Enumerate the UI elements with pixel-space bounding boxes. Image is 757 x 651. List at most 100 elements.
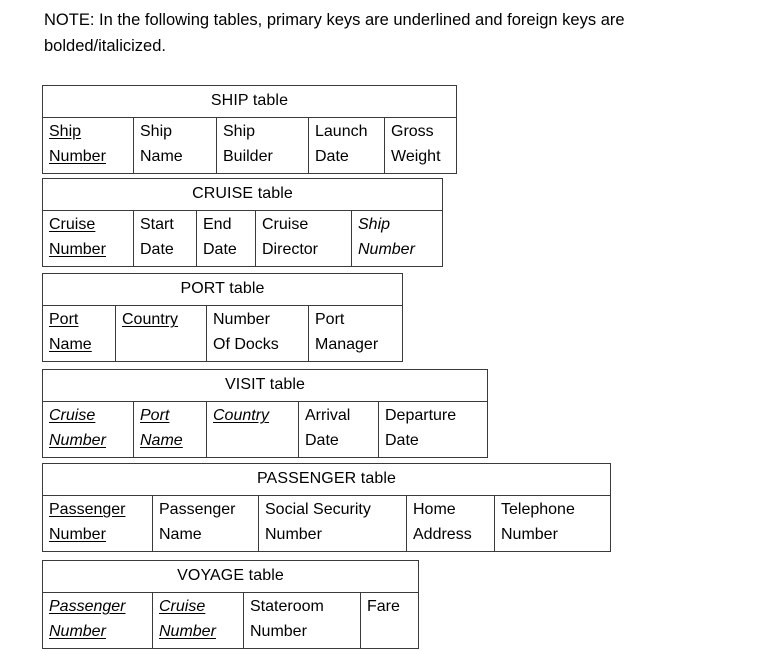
note-text: NOTE: In the following tables, primary k… <box>44 11 625 55</box>
column-label-line: Date <box>315 147 349 165</box>
column-label-line: Number <box>213 311 270 329</box>
column-label-line: Cruise <box>49 216 96 234</box>
column-label-line: Number <box>358 240 415 258</box>
column-label-line: Number <box>265 525 322 543</box>
table-title-voyage: VOYAGE table <box>42 559 419 594</box>
table-title-port: PORT table <box>42 272 403 307</box>
column-label-line: Departure <box>385 407 457 425</box>
column-label-line: Number <box>250 622 307 640</box>
column-label-line: Number <box>49 525 106 543</box>
column-label-line: Name <box>140 147 183 165</box>
column-label-line: Cruise <box>49 407 96 425</box>
column-label-line: Number <box>501 525 558 543</box>
column-port-3: Number Of Docks <box>206 305 309 362</box>
column-label-line: Ship <box>140 123 173 141</box>
table-title-row: VISIT table <box>42 368 488 403</box>
table-title-row: SHIP table <box>42 84 457 119</box>
column-label-line: End <box>203 216 232 234</box>
column-label-line: Arrival <box>305 407 351 425</box>
table-title-visit: VISIT table <box>42 368 488 403</box>
column-label-line: Country <box>122 311 179 329</box>
column-label-line: Passenger <box>49 501 126 519</box>
column-label-line: Number <box>49 240 106 258</box>
table-title-row: PASSENGER table <box>42 462 611 497</box>
column-label-line: Cruise <box>262 216 309 234</box>
column-label-line: Launch <box>315 123 368 141</box>
table-title-cruise: CRUISE table <box>42 177 443 212</box>
column-label-line: Cruise <box>159 598 206 616</box>
column-label-line: Number <box>49 622 106 640</box>
column-label-line: Stateroom <box>250 598 324 616</box>
column-visit-3: Country <box>206 401 299 458</box>
column-label-line: Port <box>140 407 170 425</box>
column-label-line: Number <box>49 431 106 449</box>
column-voyage-4: Fare <box>360 592 419 649</box>
column-label-line: Name <box>140 431 183 449</box>
column-label-line: Number <box>159 622 216 640</box>
column-label-line: Date <box>385 431 419 449</box>
table-title-passenger: PASSENGER table <box>42 462 611 497</box>
column-label-line: Gross <box>391 123 434 141</box>
table-title-row: PORT table <box>42 272 403 307</box>
table-title-ship: SHIP table <box>42 84 457 119</box>
column-label-line: Name <box>49 335 92 353</box>
column-label-line: Number <box>49 147 106 165</box>
column-label-line: Home <box>413 501 456 519</box>
column-label-line: Builder <box>223 147 273 165</box>
column-label-line: Port <box>49 311 79 329</box>
column-label-line: Date <box>203 240 237 258</box>
column-label-line: Fare <box>367 598 400 616</box>
column-label-line: Weight <box>391 147 441 165</box>
column-label-line: Name <box>159 525 202 543</box>
column-label-line: Ship <box>49 123 82 141</box>
column-label-line: Manager <box>315 335 379 353</box>
column-label-line: Date <box>305 431 339 449</box>
table-title-row: CRUISE table <box>42 177 443 212</box>
column-label-line: Start <box>140 216 174 234</box>
column-label-line: Ship <box>223 123 256 141</box>
column-label-line: Social Security <box>265 501 371 519</box>
column-label-line: Passenger <box>159 501 236 519</box>
column-label-line: Of Docks <box>213 335 279 353</box>
column-port-2: Country <box>115 305 207 362</box>
column-label-line: Date <box>140 240 174 258</box>
column-label-line: Ship <box>358 216 391 234</box>
column-label-line: Telephone <box>501 501 575 519</box>
column-label-line: Address <box>413 525 472 543</box>
column-label-line: Port <box>315 311 345 329</box>
column-label-line: Country <box>213 407 270 425</box>
column-label-line: Director <box>262 240 319 258</box>
